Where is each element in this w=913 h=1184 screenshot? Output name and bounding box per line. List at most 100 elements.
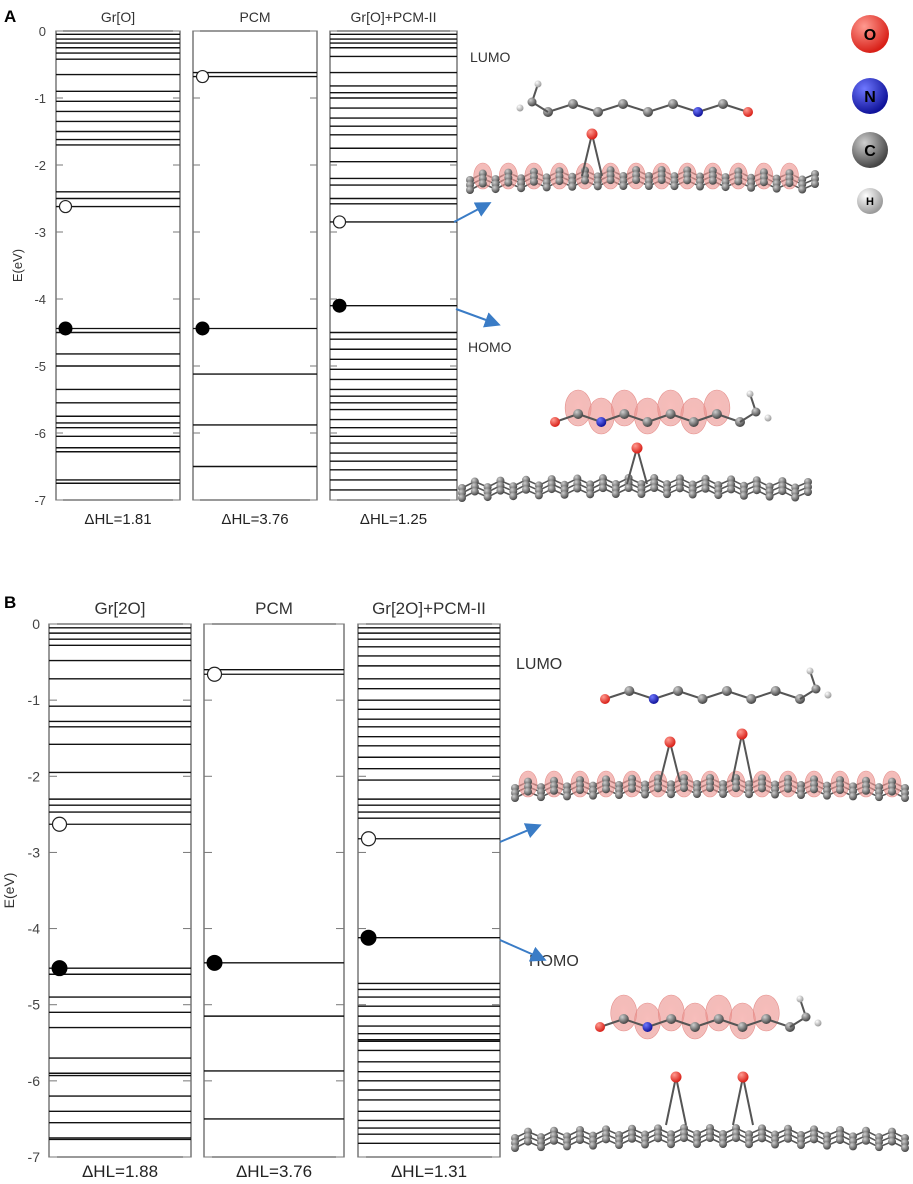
element-legend-h: H (857, 188, 883, 214)
atom (688, 417, 699, 427)
graphene-sheet (511, 770, 909, 802)
orbital-lobe (611, 389, 638, 427)
atom (644, 182, 653, 191)
atom (758, 1134, 766, 1143)
atom (568, 99, 578, 109)
element-swatch (857, 188, 883, 214)
atom (806, 667, 814, 675)
atom (491, 185, 500, 194)
atom (746, 694, 757, 704)
atom (801, 1012, 811, 1022)
atom (745, 790, 753, 799)
atom (524, 1137, 532, 1146)
orbital-lobe (610, 994, 638, 1032)
atom (759, 178, 768, 187)
atom (537, 1143, 545, 1152)
atom (719, 1140, 727, 1149)
atom (747, 183, 756, 192)
delta-hl-label: ΔHL=1.31 (391, 1162, 467, 1181)
element-legend-o: O (851, 15, 889, 53)
atom (688, 490, 697, 499)
delta-hl-label: ΔHL=1.81 (84, 511, 151, 528)
lumo-marker (195, 69, 210, 84)
atom (673, 686, 684, 696)
atom (771, 790, 779, 799)
atom (732, 1134, 740, 1143)
atom (732, 784, 740, 793)
atom (619, 182, 628, 191)
atom (563, 792, 571, 801)
pcm-molecule (516, 80, 753, 117)
atom (624, 686, 635, 696)
y-tick-label: -4 (34, 292, 46, 307)
atom (618, 99, 628, 109)
atom (670, 182, 679, 191)
atom (576, 786, 584, 794)
bond (636, 447, 648, 485)
y-tick-label: -5 (34, 359, 46, 374)
pcm-molecule (595, 994, 822, 1040)
atom (680, 784, 688, 793)
atom (642, 1022, 653, 1032)
atom (751, 407, 761, 417)
epoxide-oxygen (626, 442, 648, 485)
atom (641, 1140, 649, 1149)
homo-label: HOMO (468, 339, 512, 355)
atom (693, 1140, 701, 1149)
column-title: PCM (255, 599, 293, 618)
delta-hl-label: ΔHL=1.88 (82, 1162, 158, 1181)
atom (600, 694, 610, 704)
atom (849, 792, 857, 801)
lumo-label: LUMO (470, 49, 511, 65)
epoxide-oxygen (581, 128, 603, 177)
atom (711, 409, 722, 419)
atom (743, 107, 753, 117)
atom (524, 787, 532, 796)
atom (534, 491, 543, 500)
atom (719, 790, 727, 799)
atom (706, 784, 714, 792)
atom (542, 183, 551, 192)
y-tick-label: -4 (28, 921, 41, 937)
atom (576, 1136, 584, 1144)
atom (697, 694, 708, 704)
y-tick-label: -3 (34, 225, 46, 240)
column-frame (329, 30, 458, 501)
atom (628, 1134, 636, 1143)
homo-marker (51, 960, 68, 977)
atom (547, 485, 556, 494)
atom (836, 786, 844, 794)
column-frame (203, 623, 345, 1158)
atom (589, 791, 597, 800)
level-column: Gr[2O] ΔHL=1.88 (48, 599, 192, 1181)
lumo-marker (58, 199, 73, 214)
atom (888, 1137, 896, 1146)
element-swatch (852, 132, 888, 168)
element-symbol: C (864, 143, 876, 160)
atom (650, 484, 659, 493)
column-title: Gr[2O] (94, 599, 145, 618)
atom (765, 492, 774, 501)
element-symbol: N (864, 89, 876, 106)
atom (466, 186, 474, 194)
atom (667, 790, 675, 799)
atom (516, 104, 524, 112)
bond (626, 447, 638, 485)
panel-label: A (4, 7, 16, 26)
atom (746, 390, 754, 398)
atom (811, 684, 821, 694)
atom (796, 995, 804, 1003)
atom (663, 490, 672, 499)
y-tick-label: -7 (34, 493, 46, 508)
pcm-molecule (600, 667, 832, 704)
lumo-marker (51, 816, 68, 832)
graphene-sheet (511, 1124, 909, 1152)
atom (752, 486, 761, 495)
level-column: Gr[O]ΔHL=1.81 (55, 9, 181, 528)
orbital-lobe (657, 389, 684, 427)
epoxide-oxygen (665, 1071, 687, 1126)
atom (714, 491, 723, 500)
atom (550, 786, 558, 795)
